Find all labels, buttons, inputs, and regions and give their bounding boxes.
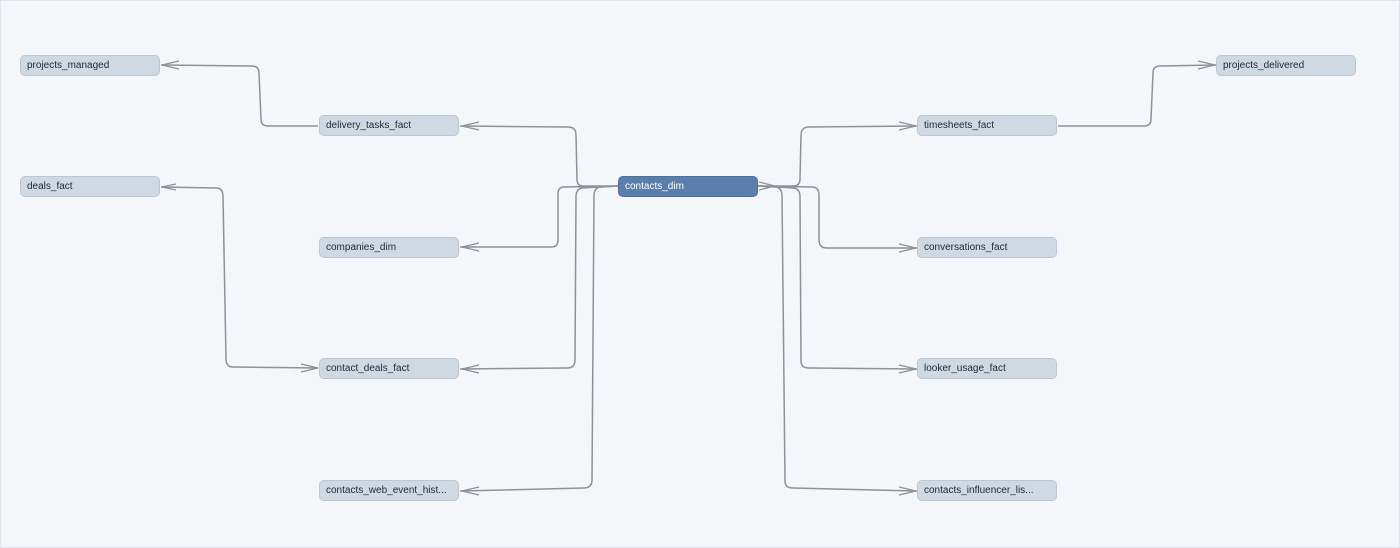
- node-label: contacts_web_event_hist...: [326, 485, 447, 496]
- node-label: timesheets_fact: [924, 120, 995, 131]
- node-projects-managed[interactable]: projects_managed: [20, 55, 160, 76]
- edge-contacts-dim-to-contacts-web-event-hist: [459, 185, 619, 492]
- edge-tip-looker-usage-fact: [898, 364, 917, 374]
- node-label: deals_fact: [27, 181, 73, 192]
- edge-tip-projects-delivered: [1197, 60, 1216, 70]
- edge-contact-deals-fact-to-deals-fact: [160, 186, 319, 369]
- edge-contacts-dim-to-contacts-influencer-lis: [757, 185, 918, 492]
- edge-tip-contact-deals-fact: [461, 364, 480, 374]
- node-label: contacts_dim: [625, 181, 684, 192]
- node-label: delivery_tasks_fact: [326, 120, 412, 131]
- edge-tip-conversations-fact: [898, 243, 917, 253]
- edge-tip-timesheets-fact: [898, 121, 917, 131]
- node-label: projects_delivered: [1223, 60, 1305, 71]
- edge-tip-delivery-tasks-fact: [461, 121, 480, 131]
- edge-tip-contact-deals-fact-crow: [300, 363, 319, 373]
- node-timesheets-fact[interactable]: timesheets_fact: [917, 115, 1057, 136]
- edge-contacts-dim-to-delivery-tasks-fact: [459, 125, 618, 187]
- node-delivery-tasks-fact[interactable]: delivery_tasks_fact: [319, 115, 459, 136]
- edge-tip-contacts-web-event-hist: [461, 486, 480, 496]
- edge-delivery-tasks-fact-to-projects-managed: [160, 64, 318, 127]
- node-label: projects_managed: [27, 60, 110, 71]
- edge-tip-contacts-influencer-lis: [898, 486, 917, 496]
- node-label: conversations_fact: [924, 242, 1008, 253]
- node-contacts-influencer-lis[interactable]: contacts_influencer_lis...: [917, 480, 1057, 501]
- node-deals-fact[interactable]: deals_fact: [20, 176, 160, 197]
- node-label: companies_dim: [326, 242, 397, 253]
- node-label: looker_usage_fact: [924, 363, 1006, 374]
- node-label: contact_deals_fact: [326, 363, 410, 374]
- edge-contacts-dim-to-contact-deals-fact: [459, 185, 619, 370]
- edge-tip-projects-managed: [161, 60, 180, 70]
- node-contact-deals-fact[interactable]: contact_deals_fact: [319, 358, 459, 379]
- edge-tip-companies-dim: [461, 242, 480, 252]
- node-conversations-fact[interactable]: conversations_fact: [917, 237, 1057, 258]
- edge-contacts-dim-to-conversations-fact: [757, 185, 917, 249]
- node-companies-dim[interactable]: companies_dim: [319, 237, 459, 258]
- edge-contacts-dim-to-looker-usage-fact: [757, 185, 918, 370]
- edge-tip-contacts-dim-right: [758, 181, 776, 191]
- node-label: contacts_influencer_lis...: [924, 485, 1034, 496]
- node-contacts-web-event-hist[interactable]: contacts_web_event_hist...: [319, 480, 459, 501]
- edge-contacts-dim-to-companies-dim: [460, 185, 619, 248]
- edge-contacts-dim-to-timesheets-fact: [758, 125, 918, 187]
- node-contacts-dim[interactable]: contacts_dim: [618, 176, 758, 197]
- edge-tip-deals-fact: [161, 183, 177, 191]
- node-looker-usage-fact[interactable]: looker_usage_fact: [917, 358, 1057, 379]
- edge-timesheets-fact-to-projects-delivered: [1058, 64, 1217, 127]
- node-projects-delivered[interactable]: projects_delivered: [1216, 55, 1356, 76]
